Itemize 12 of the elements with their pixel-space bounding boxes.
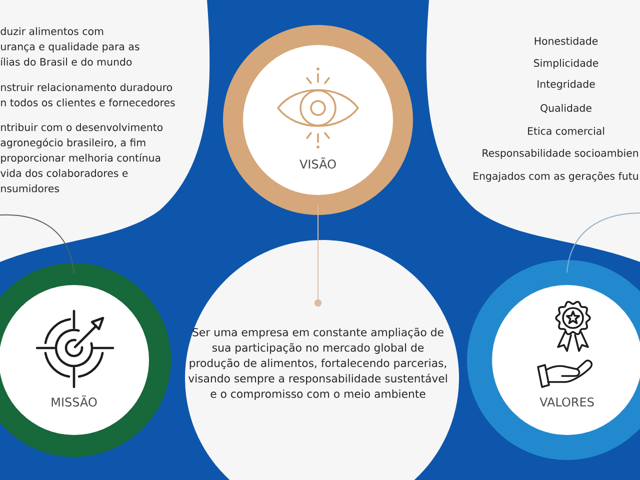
text-line: Simplicidade (534, 58, 598, 69)
text-line: Etica comercial (528, 126, 604, 135)
text-line: Responsabilidade socioambien (482, 148, 638, 159)
text-paragraph: duzir alimentos com urança e qualidade para as ílias do Brasil e do mundo (0, 27, 140, 66)
text-line: Qualidade (540, 104, 592, 114)
text-paragraph: ntribuir com o desenvolvimento agronegócio brasileiro, a fim proporcionar melhoria contínua vida dos colaboradores e nsumidores (0, 123, 163, 192)
text-line: Integridade (538, 80, 595, 90)
text-line: Honestidade (534, 36, 598, 45)
text-line: Engajados com as gerações futu (474, 172, 638, 182)
connector-line (314, 204, 322, 307)
text-paragraph: nstruir relacionamento duradouro n todos os clientes e fornecedores (1, 83, 175, 106)
text-area: Ser uma empresa em constante ampliação de sua participação no mercado global de produção de alimentos, fortalecendo parcerias, visando sempre a responsabilidade sustentável e o compromisso com o meio ambiente (185, 240, 459, 480)
